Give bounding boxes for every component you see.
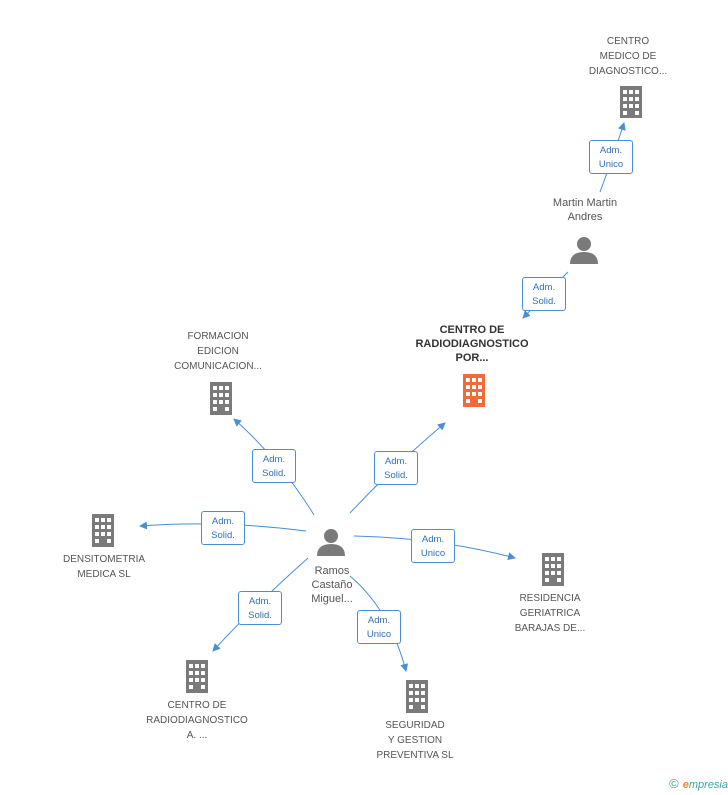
edge-label-adm-solid: Adm. Solid.: [252, 449, 296, 483]
building-icon: [616, 86, 646, 118]
building-icon: [402, 680, 432, 713]
company-label-centro-medico[interactable]: CENTRO MEDICO DE DIAGNOSTICO...: [588, 36, 668, 77]
edge-label-adm-solid: Adm. Solid.: [238, 591, 282, 625]
person-icon: [317, 529, 345, 556]
company-label-main[interactable]: CENTRO DE RADIODIAGNOSTICO POR...: [415, 324, 529, 364]
company-label-seguridad[interactable]: SEGURIDAD Y GESTION PREVENTIVA SL: [376, 720, 454, 761]
edge-label-adm-solid: Adm. Solid.: [201, 511, 245, 545]
edge-label-adm-solid: Adm. Solid.: [522, 277, 566, 311]
building-icon: [538, 553, 568, 586]
edge-label-adm-solid: Adm. Solid.: [374, 451, 418, 485]
company-label-residencia[interactable]: RESIDENCIA GERIATRICA BARAJAS DE...: [514, 593, 586, 634]
building-icon: [206, 382, 236, 415]
building-icon: [182, 660, 212, 693]
building-icon: [459, 374, 489, 407]
copyright-icon: ©: [669, 776, 679, 791]
edge-label-adm-unico: Adm. Unico: [589, 140, 633, 174]
brand-text: empresia: [682, 779, 728, 791]
company-label-formacion[interactable]: FORMACION EDICION COMUNICACION...: [174, 331, 262, 372]
person-label-martin[interactable]: Martin Martin Andres: [552, 197, 618, 223]
empresia-logo[interactable]: ©empresia: [669, 776, 728, 791]
company-label-densitometria[interactable]: DENSITOMETRIA MEDICA SL: [62, 554, 146, 580]
edge-label-adm-unico: Adm. Unico: [411, 529, 455, 563]
person-icon: [570, 237, 598, 264]
person-label-ramos[interactable]: Ramos Castaño Miguel...: [311, 565, 353, 605]
building-icon: [88, 514, 118, 547]
edge-label-adm-unico: Adm. Unico: [357, 610, 401, 644]
company-label-centro-radio-a[interactable]: CENTRO DE RADIODIAGNOSTICO A. ...: [146, 700, 248, 741]
